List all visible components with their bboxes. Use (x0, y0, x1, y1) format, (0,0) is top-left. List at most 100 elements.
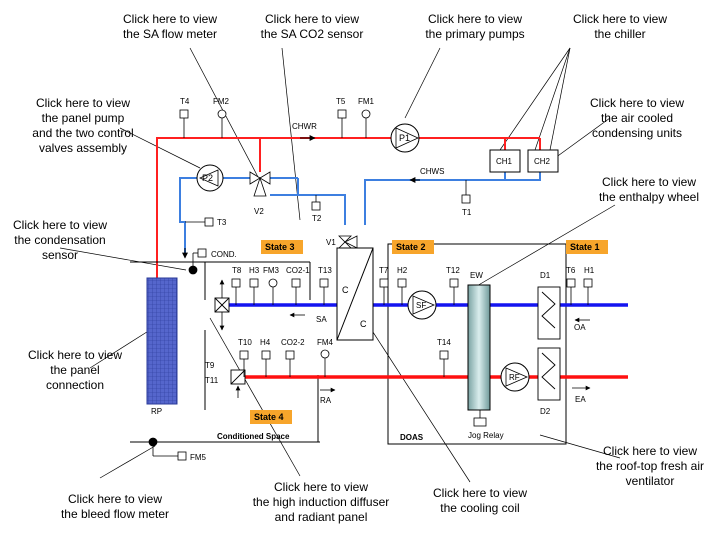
sa-sensors (231, 278, 593, 305)
d2-label: D2 (540, 407, 551, 416)
damper-d1[interactable] (537, 286, 561, 340)
fm5-label: FM5 (190, 453, 207, 462)
callout-line: the cooling coil (440, 501, 520, 515)
t3-label: T3 (217, 218, 227, 227)
callout-line: Click here to view (67, 492, 163, 506)
supply-diffuser[interactable] (214, 297, 230, 313)
fm1-label: FM1 (358, 97, 375, 106)
callout-line: Click here to view (427, 12, 523, 26)
state-1-badge: State 1 (566, 240, 608, 254)
t2-label: T2 (312, 214, 322, 223)
callout-line: Click here to view (12, 218, 108, 232)
t11-label: T11 (205, 376, 219, 385)
radiant-panel[interactable] (146, 277, 178, 405)
sf-label: SF (416, 301, 426, 310)
chiller-ch2[interactable]: CH2 (527, 149, 559, 173)
leader-lines (59, 47, 621, 483)
chws-supply-loop (179, 172, 541, 255)
control-valve-v1[interactable] (338, 235, 358, 249)
callout-line: Click here to view (572, 12, 668, 26)
damper-d2[interactable] (537, 347, 561, 401)
room-boundaries (130, 243, 567, 445)
t7-label: T7 (379, 266, 389, 275)
callout-line: and the two control (32, 126, 134, 140)
callout-line: the panel (50, 363, 100, 377)
return-grille[interactable] (230, 369, 246, 385)
rf-label: RF (509, 373, 520, 382)
t1-sensor (461, 180, 471, 204)
ch1-label: CH1 (496, 157, 513, 166)
supply-fan[interactable]: SF (407, 290, 437, 320)
control-valve-v2[interactable] (249, 171, 271, 197)
callout-line: the high induction diffuser (252, 495, 390, 509)
panel-pump-p2[interactable]: P2 (196, 164, 224, 192)
p2-label: P2 (202, 173, 213, 183)
state-2-badge: State 2 (392, 240, 434, 254)
coil-c2-label: C (360, 319, 367, 329)
chwr-sensors (179, 109, 371, 138)
chiller-ch1[interactable]: CH1 (489, 149, 521, 173)
callout-line: Click here to view (432, 486, 528, 500)
rp-label: RP (151, 407, 162, 416)
callout-line: Click here to view (264, 12, 360, 26)
doas-label: DOAS (400, 433, 424, 442)
ra-sensors (239, 349, 487, 427)
cooling-coil[interactable] (336, 247, 374, 341)
callout-line: the SA CO2 sensor (260, 27, 364, 41)
h4-label: H4 (260, 338, 271, 347)
enthalpy-wheel[interactable] (467, 284, 491, 411)
callout-line: sensor (41, 248, 79, 262)
jog-relay-label: Jog Relay (468, 431, 504, 440)
d1-label: D1 (540, 271, 551, 280)
bleed-flow-meter[interactable] (148, 437, 187, 461)
oa-label: OA (574, 323, 586, 332)
callout-line: Click here to view (589, 96, 685, 110)
ea-label: EA (575, 395, 586, 404)
callout-line: the bleed flow meter (60, 507, 170, 521)
t3-sensor (185, 217, 214, 227)
callout-line: ventilator (625, 474, 675, 488)
state-1-label: State 1 (570, 242, 600, 252)
t1-label: T1 (462, 208, 472, 217)
coil-c1-label: C (342, 285, 349, 295)
ew-label: EW (470, 271, 483, 280)
t13-label: T13 (318, 266, 332, 275)
conditioned-space-label: Conditioned Space (217, 432, 290, 441)
ra-label: RA (320, 396, 332, 405)
callout-line: the air cooled (600, 111, 674, 125)
sa-label: SA (316, 315, 327, 324)
h2-label: H2 (397, 266, 408, 275)
v2-label: V2 (254, 207, 264, 216)
co2-1-label: CO2-1 (286, 266, 310, 275)
cond-label: COND. (211, 250, 237, 259)
callout-line: the condensation (14, 233, 106, 247)
co2-2-label: CO2-2 (281, 338, 305, 347)
callout-line: Click here to view (602, 444, 698, 458)
primary-pump-p1[interactable]: P1 (390, 123, 420, 153)
t10-label: T10 (238, 338, 252, 347)
state-4-badge: State 4 (250, 410, 292, 424)
state-3-label: State 3 (265, 242, 295, 252)
relief-fan[interactable]: RF (500, 362, 530, 392)
condensation-sensor[interactable] (188, 248, 207, 275)
t4-label: T4 (180, 97, 190, 106)
v1-label: V1 (326, 238, 336, 247)
callout-line: Click here to view (601, 175, 697, 189)
h3-label: H3 (249, 266, 260, 275)
callout-line: Click here to view (273, 480, 369, 494)
callout-line: Click here to view (122, 12, 218, 26)
